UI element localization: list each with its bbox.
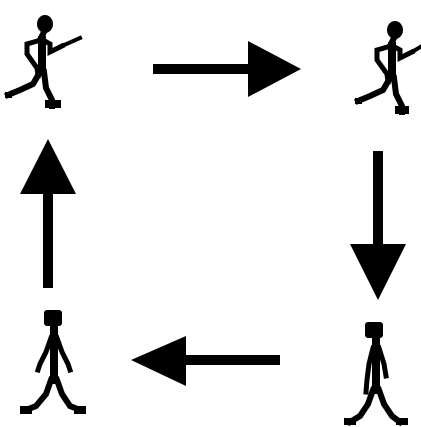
arrow-top-shaft [153,64,255,74]
arrow-top [153,41,301,97]
figure-bottom-left [20,310,86,414]
figure-back-foot [5,92,12,98]
figure-stick [409,44,421,55]
figure-bottom-right [344,322,408,427]
figure-front-foot [395,106,409,114]
arrow-bottom [131,336,280,386]
arrow-right-shaft [373,151,383,251]
figure-back-foot [20,406,32,414]
figure-top-left [4,15,83,109]
arrow-top-head [248,41,301,97]
arrow-right [350,151,406,300]
figure-front-arm [389,42,416,63]
figure-back-arm [34,334,55,374]
figure-back-leg [354,73,395,105]
figure-front-arm [53,334,74,374]
figure-front-foot [45,100,61,108]
figure-back-arm [363,344,377,395]
figure-top-right [354,21,421,115]
figure-back-foot [355,98,362,104]
arrow-left-shaft [43,188,53,288]
figure-head [37,15,53,33]
figure-front-foot [396,418,408,425]
arrow-left-head [20,139,76,194]
arrow-bottom-shaft [178,355,280,365]
arrow-left [20,139,76,288]
arrow-bottom-head [131,336,186,386]
arrow-right-head [350,244,406,300]
figure-front-foot [74,406,86,414]
figure-stick [59,35,83,49]
figure-front-arm [39,36,66,57]
figure-back-leg [4,67,45,99]
figure-back-foot [344,418,356,425]
figure-head [387,21,403,39]
figure-front-arm [375,344,389,379]
